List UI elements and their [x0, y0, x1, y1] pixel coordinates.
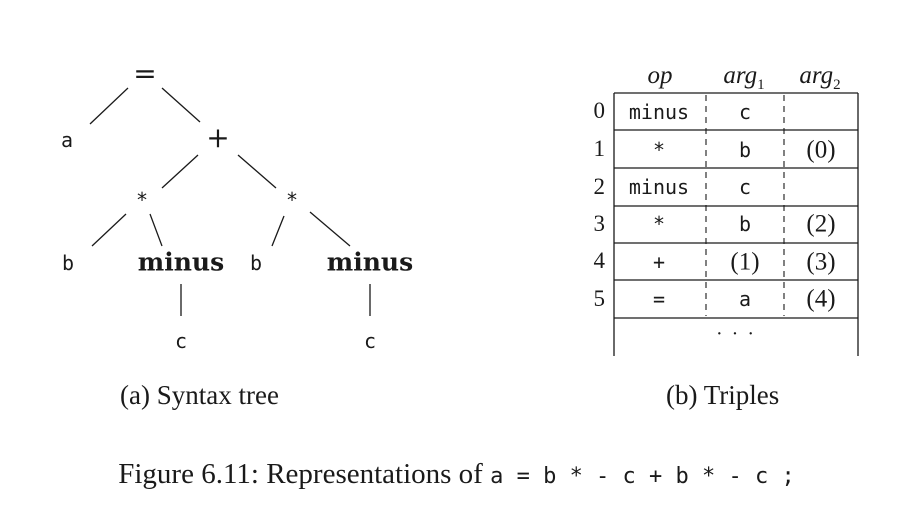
- cell-arg1: (1): [730, 248, 760, 276]
- figure-caption-label: Figure 6.11: Representations of: [118, 458, 483, 490]
- cell-op: *: [652, 138, 666, 162]
- caption-syntax-tree: (a) Syntax tree: [120, 380, 279, 410]
- tree-node-minus-left: minus: [137, 247, 225, 277]
- tree-node-assign: =: [133, 57, 157, 90]
- cell-arg2: (2): [806, 210, 836, 238]
- cell-arg2: (3): [806, 248, 836, 276]
- figure-caption: Figure 6.11: Representations of a = b * …: [0, 458, 913, 491]
- header-op: op: [647, 62, 673, 89]
- tree-node-star-right: *: [285, 188, 299, 212]
- cell-op: *: [652, 212, 666, 236]
- header-arg1: arg1: [723, 62, 765, 93]
- cell-op: minus: [628, 175, 690, 199]
- row-number: 0: [593, 98, 606, 123]
- row-number: 5: [593, 286, 606, 311]
- row-number: 2: [593, 174, 606, 199]
- tree-node-star-left: *: [135, 188, 149, 212]
- cell-arg1: a: [738, 287, 752, 311]
- figure-caption-expression: a = b * - c + b * - c ;: [490, 464, 795, 489]
- tree-node-a: a: [60, 128, 74, 152]
- tree-node-b-right: b: [249, 251, 263, 275]
- ellipsis: · · ·: [716, 323, 756, 345]
- tree-node-b-left: b: [61, 251, 75, 275]
- tree-node-minus-right: minus: [326, 247, 414, 277]
- cell-arg2: (4): [806, 285, 836, 313]
- row-number: 3: [593, 211, 606, 236]
- cell-op: =: [652, 287, 666, 311]
- cell-op: +: [652, 250, 666, 274]
- cell-arg1: b: [738, 212, 752, 236]
- cell-arg1: c: [738, 100, 752, 124]
- cell-op: minus: [628, 100, 690, 124]
- cell-arg1: c: [738, 175, 752, 199]
- tree-node-c-right: c: [363, 329, 377, 353]
- row-number: 1: [593, 136, 606, 161]
- header-arg2: arg2: [799, 62, 841, 93]
- tree-node-plus: +: [206, 121, 230, 154]
- row-number: 4: [593, 248, 606, 273]
- caption-triples: (b) Triples: [666, 380, 780, 410]
- cell-arg2: (0): [806, 136, 836, 164]
- tree-node-c-left: c: [174, 329, 188, 353]
- cell-arg1: b: [738, 138, 752, 162]
